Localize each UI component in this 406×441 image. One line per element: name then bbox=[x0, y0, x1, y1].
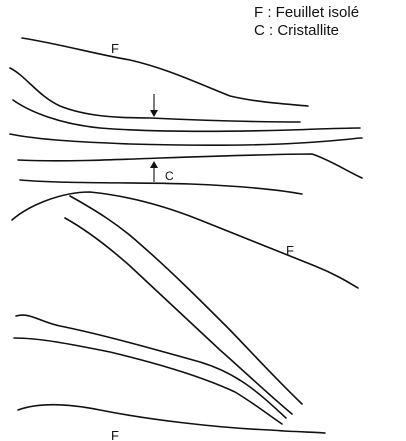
isolated-sheet-top bbox=[22, 38, 308, 106]
arrow-up-head bbox=[150, 161, 158, 168]
crystallite-sheet-3 bbox=[10, 134, 362, 145]
isolated-sheet-right bbox=[12, 192, 358, 288]
arrow-down-head bbox=[150, 110, 158, 117]
label-f-right: F bbox=[286, 243, 294, 258]
diagonal-sheet-2 bbox=[65, 218, 292, 414]
lower-sheet-3 bbox=[18, 405, 325, 433]
crystallite-sheet-5 bbox=[20, 180, 302, 194]
crystallite-sheet-4 bbox=[18, 154, 362, 178]
crystallite-sheet-2 bbox=[13, 100, 360, 131]
label-f-top: F bbox=[111, 41, 119, 56]
label-c: C bbox=[165, 169, 174, 183]
lower-sheet-1 bbox=[16, 315, 286, 418]
label-f-bottom: F bbox=[111, 428, 119, 441]
